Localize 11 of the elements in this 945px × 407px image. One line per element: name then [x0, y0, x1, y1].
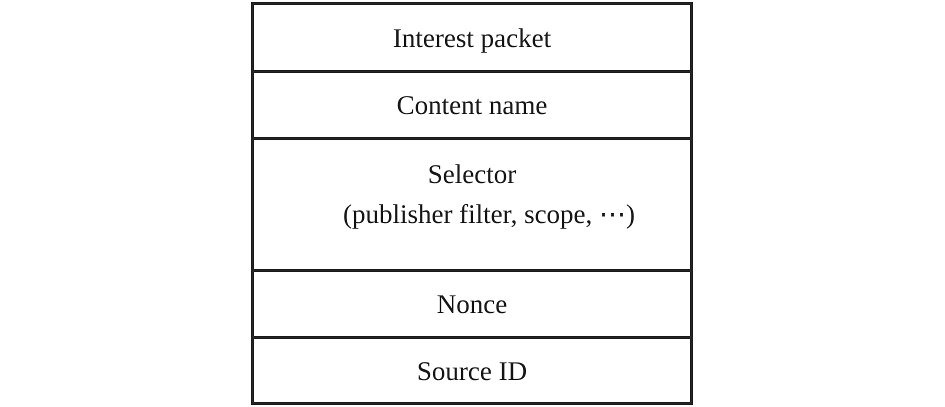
field-label: Selector [428, 158, 516, 191]
field-label: Nonce [436, 288, 508, 321]
packet-field-row [251, 2, 693, 73]
packet-field-row [251, 137, 693, 272]
packet-field-row [251, 70, 693, 140]
packet-field-row [251, 336, 693, 405]
packet-field-row [251, 269, 693, 339]
field-description: (publisher filter, scope, ⋯) [342, 198, 636, 231]
field-label: Source ID [416, 354, 528, 388]
field-label: Interest packet [392, 22, 552, 55]
field-label: Content name [396, 89, 548, 122]
